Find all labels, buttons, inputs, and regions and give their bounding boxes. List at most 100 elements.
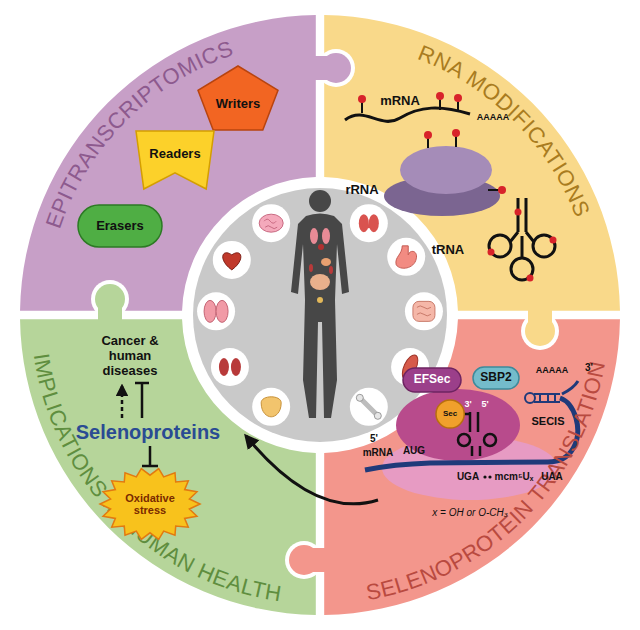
- rrna-ribosome: [384, 129, 506, 216]
- human-figure: [329, 266, 333, 274]
- section-title: SELENOPROTEIN TRANSLATION: [364, 359, 610, 605]
- brain-icon: [264, 219, 277, 229]
- mrna-strand: [436, 92, 444, 100]
- bone-icon: [350, 388, 388, 426]
- reader-banner: Readers: [136, 131, 214, 189]
- disease-label: Cancer & human diseases: [94, 334, 166, 379]
- mrna-transcript: [365, 398, 578, 470]
- section-title: EPITRANSCRIPTOMICS: [41, 36, 237, 232]
- brain-icon: [252, 204, 290, 242]
- lungs-icon: [197, 292, 235, 330]
- lungs-icon: [204, 300, 216, 322]
- human-figure: [309, 264, 313, 272]
- pathway-arrow: [246, 436, 378, 504]
- intestine-icon: [405, 292, 443, 330]
- reader-banner-outline: [136, 131, 214, 189]
- rna-label: tRNA: [432, 243, 465, 258]
- section-title: EPITRANSCRIPTOMICSRNA MODIFICATIONSSELEN…: [29, 36, 610, 607]
- puzzle-knob: [312, 56, 336, 80]
- rna-label: AUG: [403, 445, 425, 457]
- bone-icon: [350, 388, 388, 426]
- intestine-icon: [417, 306, 431, 316]
- kidney-icon: [219, 358, 229, 376]
- rrna-ribosome: [428, 136, 499, 190]
- node-label: Readers: [149, 147, 200, 161]
- bone-icon: [374, 412, 381, 419]
- rna-label: 5': [481, 399, 488, 409]
- section-title: IMPLICATIONS IN HUMAN HEALTH: [29, 352, 284, 607]
- translating-ribosome: [396, 389, 520, 461]
- puzzle-piece: [20, 15, 620, 615]
- thyroid-icon: [359, 214, 369, 232]
- puzzle-knob: [91, 49, 559, 579]
- rna-label: AAAAA: [536, 365, 569, 375]
- human-figure: [318, 244, 324, 250]
- human-figure: [291, 214, 349, 419]
- pathway-arrow: [142, 446, 158, 466]
- node-label: SBP2: [480, 371, 511, 384]
- human-figure: [309, 190, 331, 212]
- thyroid-icon: [363, 224, 375, 228]
- factor-pill-outline: [473, 367, 519, 389]
- kidney-icon: [211, 348, 249, 386]
- mrna-strand: [454, 94, 462, 102]
- mrna-transcript: [534, 394, 560, 402]
- kidney-icon: [231, 358, 241, 376]
- rna-label: UGA: [457, 471, 479, 483]
- rna-label: mRNA: [380, 94, 420, 109]
- eraser-pill-outline: [78, 205, 162, 247]
- sec-trna: [458, 434, 470, 446]
- bone-icon: [362, 400, 376, 414]
- rna-label: 3': [585, 362, 593, 374]
- trna-cloverleaf: [527, 275, 534, 282]
- mrna-transcript: [525, 393, 535, 403]
- node-label: Erasers: [96, 219, 144, 233]
- section-title: EPITRANSCRIPTOMICS: [41, 36, 237, 232]
- sec-circle-outline: [436, 400, 464, 428]
- node-label: Oxidative stress: [119, 492, 181, 516]
- bladder-icon: [252, 388, 290, 426]
- heart-icon: [213, 241, 251, 279]
- bladder-icon: [261, 397, 281, 417]
- writer-pentagon: Writers: [198, 66, 278, 130]
- rna-label: 5': [370, 433, 378, 445]
- rna-label: 3': [464, 399, 471, 409]
- thyroid-icon: [350, 204, 388, 242]
- pathway-arrow: [121, 386, 124, 418]
- heart-icon: [213, 241, 251, 279]
- organ-icon: [197, 204, 443, 426]
- human-figure: [321, 258, 331, 266]
- stress-starburst-outline: [100, 469, 200, 540]
- human-figure: [322, 228, 330, 244]
- mrna-strand: [358, 95, 366, 103]
- intestine-icon: [413, 301, 435, 321]
- human-figure: [291, 190, 349, 418]
- stomach-icon: [387, 238, 425, 276]
- bone-icon: [356, 394, 363, 401]
- node-label: Sec: [443, 410, 457, 419]
- rna-label: SECIS: [531, 415, 564, 428]
- stomach-icon: [396, 246, 417, 268]
- rna-label: AAAAA: [477, 112, 510, 122]
- section-title: IMPLICATIONS IN HUMAN HEALTH: [29, 352, 284, 607]
- section-title: SELENOPROTEIN TRANSLATION: [364, 359, 610, 605]
- human-figure: [310, 228, 318, 244]
- human-figure: [310, 274, 330, 290]
- mrna-transcript: [488, 475, 491, 478]
- eraser-pill: Erasers: [78, 205, 162, 247]
- rrna-ribosome: [400, 146, 492, 194]
- factor-pill-outline: [403, 368, 461, 392]
- writer-pentagon-outline: [198, 66, 278, 130]
- factor-pill: EFSec: [403, 368, 461, 392]
- trna-cloverleaf: [488, 198, 557, 282]
- pathway-arrow: [135, 383, 149, 418]
- brain-icon: [259, 214, 283, 232]
- rna-label: mRNA: [363, 447, 394, 459]
- brain-icon: [252, 204, 290, 242]
- thyroid-icon: [369, 214, 379, 232]
- trna-cloverleaf: [550, 237, 557, 244]
- bladder-icon: [252, 388, 290, 426]
- human-figure: [317, 297, 323, 303]
